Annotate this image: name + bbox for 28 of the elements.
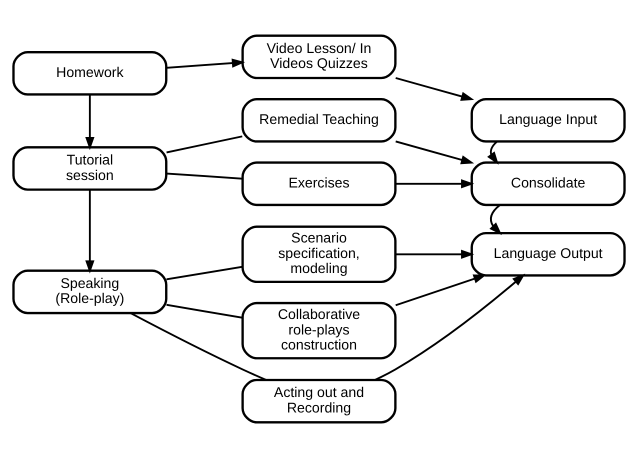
arrow [487, 140, 499, 164]
node-box: Language Input [470, 97, 626, 142]
node-box: Consolidate [470, 160, 626, 206]
arrow [166, 58, 246, 68]
connector [166, 303, 242, 318]
arrow [85, 94, 94, 150]
node-box: Collaborative role-plays construction [241, 301, 397, 359]
node-box: Homework [12, 50, 168, 96]
node-box: Tutorial session [12, 146, 168, 190]
arrow [85, 189, 94, 273]
node-box: Remedial Teaching [241, 97, 397, 142]
arrow [489, 204, 502, 235]
connector [166, 134, 242, 153]
node-box: Acting out and Recording [241, 378, 397, 423]
arrow [395, 274, 487, 306]
connector [166, 172, 242, 180]
arrow [374, 273, 526, 380]
arrow [396, 178, 474, 188]
node-box: Video Lesson/ In Videos Quizzes [241, 34, 397, 79]
arrow [395, 140, 474, 164]
connector [166, 265, 242, 280]
node-box: Language Output [470, 231, 626, 276]
arrow [395, 76, 474, 100]
node-box: Exercises [241, 160, 397, 206]
arrow [396, 249, 474, 258]
connector [130, 312, 267, 380]
node-box: Scenario specification, modeling [241, 224, 397, 283]
node-box: Speaking (Role-play) [12, 269, 168, 314]
